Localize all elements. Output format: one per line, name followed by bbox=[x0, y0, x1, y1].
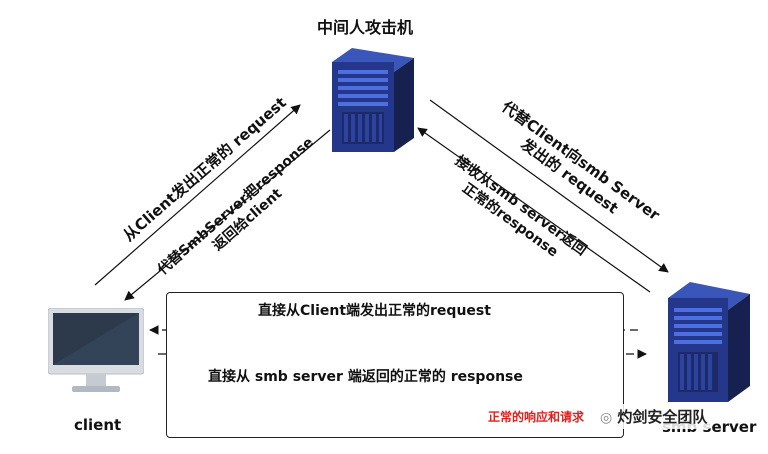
smb-server-icon bbox=[668, 282, 750, 402]
arrow-server-response bbox=[417, 127, 651, 293]
attacker-server-icon bbox=[332, 48, 414, 152]
watermark-text: 灼剑安全团队 bbox=[617, 408, 708, 426]
chat-bubble-icon: ◎ bbox=[600, 410, 613, 426]
direct-response-label: 直接从 smb server 端返回的正常的 response bbox=[208, 369, 523, 385]
attacker-title: 中间人攻击机 bbox=[317, 18, 414, 37]
direct-communication-box bbox=[166, 292, 624, 438]
arrow-client-request bbox=[94, 104, 301, 286]
arrow-attacker-request bbox=[429, 99, 669, 273]
watermark: ◎ 灼剑安全团队 bbox=[596, 404, 712, 429]
direct-request-label: 直接从Client端发出正常的request bbox=[258, 303, 491, 319]
normal-note-label: 正常的响应和请求 bbox=[488, 410, 585, 424]
arrow-attacker-response bbox=[124, 129, 331, 301]
client-label: client bbox=[74, 416, 122, 434]
client-monitor-icon bbox=[48, 308, 144, 392]
